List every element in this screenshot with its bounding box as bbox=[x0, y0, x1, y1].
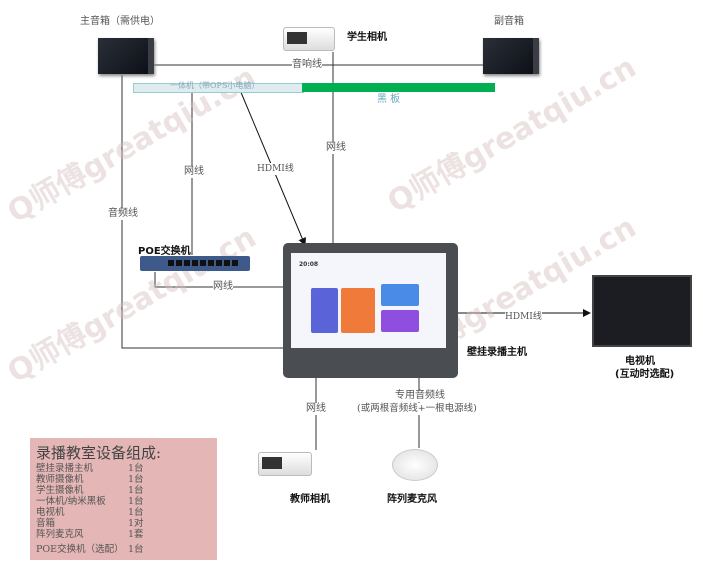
student-camera bbox=[283, 27, 335, 51]
speaker-cable-label: 音响线 bbox=[292, 59, 322, 71]
audio-label: 音频线 bbox=[108, 208, 138, 220]
poe-switch-label: POE交换机 bbox=[138, 246, 191, 257]
hdmi-label: HDMI线 bbox=[505, 311, 542, 323]
teacher-camera bbox=[258, 452, 312, 476]
main-speaker-label: 主音箱（需供电） bbox=[80, 16, 160, 28]
table-row: POE交换机（选配）1台 bbox=[36, 544, 144, 555]
net-label: 网线 bbox=[326, 142, 346, 154]
special-audio-label: 专用音频线 bbox=[395, 390, 445, 402]
table-title: 录播教室设备组成: bbox=[36, 444, 162, 462]
blackboard bbox=[302, 83, 495, 92]
recording-host: 20:08 bbox=[283, 243, 458, 378]
net-line-switch-host bbox=[154, 272, 283, 288]
audio-line bbox=[121, 75, 283, 349]
host-screen: 20:08 bbox=[291, 253, 446, 348]
poe-switch bbox=[140, 256, 250, 271]
net-label: 网线 bbox=[306, 403, 326, 415]
mic-label: 阵列麦克风 bbox=[387, 494, 437, 505]
main-speaker bbox=[98, 38, 154, 74]
net-label: 网线 bbox=[213, 281, 233, 293]
blackboard-label: 黑 板 bbox=[377, 94, 401, 105]
sub-speaker-label: 副音箱 bbox=[494, 16, 524, 28]
tv-label: 电视机 bbox=[625, 356, 655, 367]
special-audio-note: (或两根音频线+一根电源线) bbox=[357, 403, 477, 415]
hdmi-label: HDMI线 bbox=[257, 163, 294, 175]
tv-note: (互动时选配) bbox=[615, 369, 675, 380]
array-mic bbox=[392, 449, 438, 481]
smart-board-label: 一体机（带OPS小电脑） bbox=[170, 81, 260, 90]
host-label: 壁挂录播主机 bbox=[467, 347, 527, 358]
net-label: 网线 bbox=[184, 166, 204, 178]
tv bbox=[592, 275, 692, 347]
teacher-camera-label: 教师相机 bbox=[290, 494, 330, 505]
student-camera-label: 学生相机 bbox=[347, 32, 387, 43]
sub-speaker bbox=[483, 38, 539, 74]
